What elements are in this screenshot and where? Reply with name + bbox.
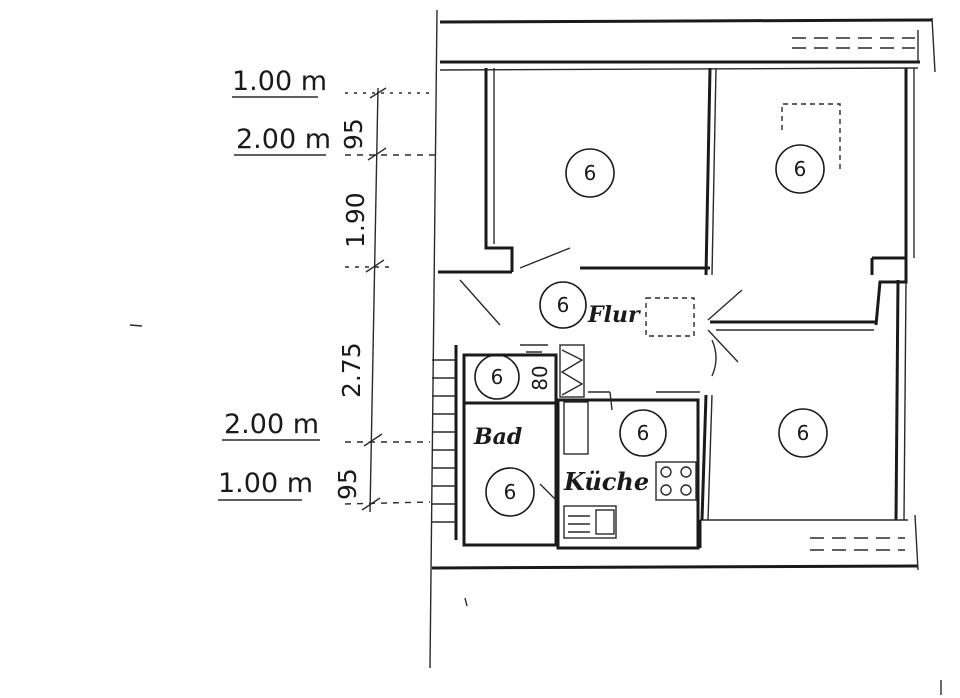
room-top-left-walls xyxy=(484,68,514,272)
svg-text:6: 6 xyxy=(797,421,810,445)
closet-dashed-box xyxy=(645,297,695,337)
dimension-190: 1.90 xyxy=(341,192,370,248)
stray-mark xyxy=(129,324,143,327)
stray-mark xyxy=(464,597,468,607)
dimension-95-bottom: 95 xyxy=(333,468,362,500)
dimension-1m-bottom: 1.00 m xyxy=(218,468,313,499)
dimension-2m-bottom: 2.00 m xyxy=(224,409,319,440)
vertical-dimension-chain xyxy=(344,87,438,513)
svg-text:6: 6 xyxy=(504,480,517,504)
dimension-1m-top: 1.00 m xyxy=(232,66,327,97)
room-number-bedroom: 6 xyxy=(565,148,615,198)
paper-edge-line xyxy=(429,9,438,669)
dimension-2m-top: 2.00 m xyxy=(236,124,331,155)
stove-icon xyxy=(655,461,697,501)
room-label-kitchen: Küche xyxy=(563,467,649,496)
kitchen-walls xyxy=(556,398,700,550)
svg-text:6: 6 xyxy=(557,293,570,317)
bathroom-walls xyxy=(462,401,558,547)
washbasin-icon xyxy=(520,344,548,353)
room-number-kitchen: 6 xyxy=(619,409,667,457)
room-number-hall: 6 xyxy=(539,281,587,329)
partition-wall-upper xyxy=(704,67,712,276)
outer-wall-bottom xyxy=(431,564,919,570)
dimension-275: 2.75 xyxy=(337,342,366,398)
small-room-width-label: 80 xyxy=(528,365,552,390)
room-label-hall: Flur xyxy=(587,302,641,328)
outer-wall-top xyxy=(439,18,933,24)
room-number-right: 6 xyxy=(778,408,828,458)
dimension-95-top: 95 xyxy=(339,118,368,150)
room-number-living: 6 xyxy=(775,144,825,194)
wardrobe-dashed-box xyxy=(781,103,841,170)
room-label-bath: Bad xyxy=(473,424,522,450)
sink-icon xyxy=(563,505,617,539)
svg-text:6: 6 xyxy=(637,421,650,445)
svg-text:6: 6 xyxy=(584,161,597,185)
stair-icon xyxy=(432,345,458,540)
door-swing-icon xyxy=(459,279,501,326)
svg-text:6: 6 xyxy=(794,157,807,181)
kitchen-counter xyxy=(563,401,589,455)
room-number-storage: 6 xyxy=(474,354,520,400)
room-number-bath: 6 xyxy=(485,467,535,517)
svg-text:6: 6 xyxy=(491,365,504,389)
shaft-icon xyxy=(559,344,585,398)
